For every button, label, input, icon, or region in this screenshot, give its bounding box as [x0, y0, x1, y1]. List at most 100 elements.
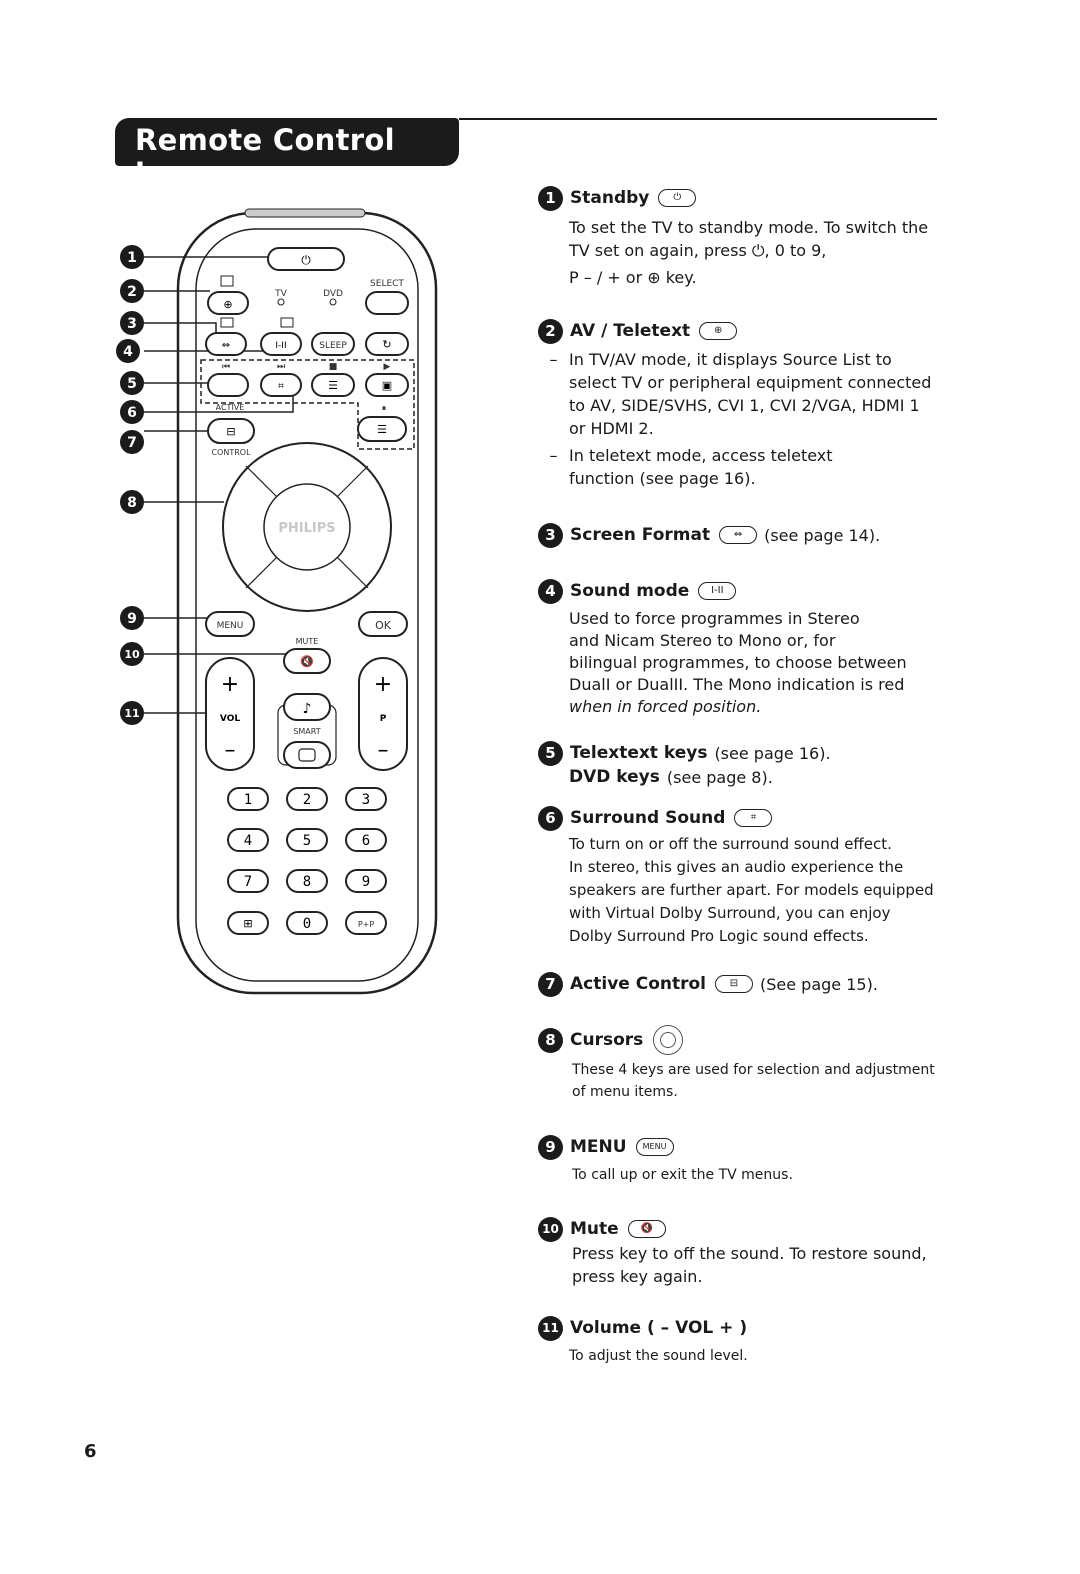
entry-page-ref: (see page 8).: [666, 767, 773, 787]
entry-line: speakers are further apart. For models e…: [569, 881, 934, 899]
entry-page-ref: (see page 14).: [764, 525, 881, 545]
callout-lines: [144, 256, 294, 714]
av-button: [207, 291, 249, 315]
play-icon: ▶: [384, 362, 391, 372]
surround-icon: ⌗: [278, 381, 284, 392]
forward-icon: ⏭: [277, 362, 285, 372]
ok-center: [263, 483, 351, 571]
timer-icon: ↻: [382, 338, 391, 351]
entry-line: when in forced position.: [569, 697, 762, 716]
callout-text-11: 11: [124, 707, 139, 720]
entry-screen-format: 3 Screen Format ⇔ (see page 14).: [538, 522, 948, 548]
vol-plus-icon: +: [221, 672, 239, 697]
entry-number: 1: [538, 185, 563, 211]
pip-swap-button: [345, 911, 387, 935]
entry-av-teletext: 2 AV / Teletext ⊕ – In TV/AV mode, it di…: [538, 318, 948, 490]
callout-4: [116, 339, 140, 363]
entry-body: To set the TV to standby mode. To switch…: [569, 216, 948, 289]
entry-standby: 1 Standby ⏻ To set the TV to standby mod…: [538, 185, 948, 289]
entry-line: of menu items.: [572, 1084, 678, 1100]
digit-6-button: [345, 828, 387, 852]
program-rocker: [358, 657, 408, 771]
entry-line: DualI or DualII. The Mono indication is …: [569, 675, 905, 694]
entry-body: To turn on or off the surround sound eff…: [569, 833, 948, 948]
entry-volume: 11 Volume ( – VOL + ) To adjust the soun…: [538, 1315, 948, 1367]
sleep-label: SLEEP: [319, 341, 347, 351]
sleep-button: [311, 332, 355, 356]
callout-8: [120, 490, 144, 514]
digit-5-button: [286, 828, 328, 852]
entry-teletext-dvd-keys: 5 Telextext keys (see page 16). DVD keys…: [538, 740, 948, 788]
digit-7-button: [227, 869, 269, 893]
digit-8-button: [286, 869, 328, 893]
brand-logo: PHILIPS: [278, 521, 335, 536]
power-icon: ⏻: [301, 253, 311, 267]
entry-number: 11: [538, 1315, 563, 1341]
callout-6: [120, 400, 144, 424]
pip-swap-label: P+P: [358, 920, 375, 929]
pip-button: [365, 373, 409, 397]
entry-number: 2: [538, 318, 563, 344]
ok-label: OK: [375, 619, 392, 632]
callout-text-2: 2: [127, 284, 137, 300]
mute-icon: 🔇: [627, 1220, 666, 1238]
teletext-list-icon: ☰: [328, 379, 338, 392]
title-rule: [459, 118, 937, 120]
surround-icon: ⌗: [734, 809, 773, 827]
entry-line: Press key to off the sound. To restore s…: [572, 1244, 927, 1263]
callout-text-10: 10: [124, 648, 140, 661]
digit-4-button: [227, 828, 269, 852]
entry-cursors: 8 Cursors These 4 keys are used for sele…: [538, 1025, 948, 1103]
dual-icon: I-II: [698, 582, 737, 600]
entry-number: 5: [538, 740, 563, 766]
entry-number: 7: [538, 971, 563, 997]
smart-sound-button: [283, 693, 331, 721]
entry-number: 3: [538, 522, 563, 548]
entry-number: 4: [538, 578, 563, 604]
entry-line: P – / + or ⊕ key.: [569, 268, 697, 287]
entry-line: To set the TV to standby mode. To switch…: [569, 218, 929, 237]
bullet-item: – In TV/AV mode, it displays Source List…: [538, 348, 948, 440]
page-number: 6: [84, 1441, 97, 1462]
mute-label: MUTE: [296, 637, 319, 646]
dual-icon: I-II: [275, 341, 286, 351]
entry-mute: 10 Mute 🔇 Press key to off the sound. To…: [538, 1216, 948, 1288]
entry-line: Used to force programmes in Stereo: [569, 609, 860, 628]
smart-icon: [298, 748, 316, 762]
digit-6-label: 6: [362, 833, 370, 849]
entry-line: To turn on or off the surround sound eff…: [569, 835, 892, 853]
callout-text-8: 8: [127, 495, 137, 511]
digit-1-label: 1: [244, 792, 252, 808]
screen-format-icon: ⇔: [222, 340, 230, 351]
entry-title: Surround Sound: [570, 808, 726, 828]
digit-7-label: 7: [244, 874, 252, 890]
callout-7: [120, 430, 144, 454]
remote-illustration: 1 2 3 4 5 6 7 8 9 10 11 ⏻ TV DVD SELECT …: [100, 205, 450, 1005]
callout-text-5: 5: [127, 376, 137, 392]
smart-picture-button: [283, 741, 331, 769]
rewind-icon: ⏮: [222, 362, 230, 372]
prog-plus-icon: +: [374, 672, 392, 697]
callout-badges: [116, 245, 144, 725]
entry-line: In stereo, this gives an audio experienc…: [569, 858, 904, 876]
bullet-item: – In teletext mode, access teletext func…: [538, 444, 948, 490]
entry-page-ref: (see page 16).: [714, 743, 831, 763]
p-label: P: [380, 714, 387, 724]
menu-icon: MENU: [635, 1138, 674, 1156]
info-icon: ⊞: [243, 917, 252, 930]
screen-format-icon: ⇔: [719, 526, 758, 544]
vol-label: VOL: [220, 714, 240, 724]
entry-number: 6: [538, 805, 563, 831]
digit-3-button: [345, 787, 387, 811]
entry-title: Cursors: [570, 1030, 644, 1050]
entry-title: Active Control: [570, 974, 706, 994]
volume-rocker: [205, 657, 255, 771]
vol-minus-icon: –: [225, 738, 236, 763]
entry-title: Telextext keys: [570, 743, 708, 763]
menu-label: MENU: [217, 621, 244, 631]
bullet-text: In teletext mode, access teletext functi…: [569, 446, 833, 488]
timer-button: [365, 332, 409, 356]
dvd-label: DVD: [323, 289, 343, 299]
entry-sound-mode: 4 Sound mode I-II Used to force programm…: [538, 578, 948, 718]
menu-list-button: [357, 416, 407, 442]
